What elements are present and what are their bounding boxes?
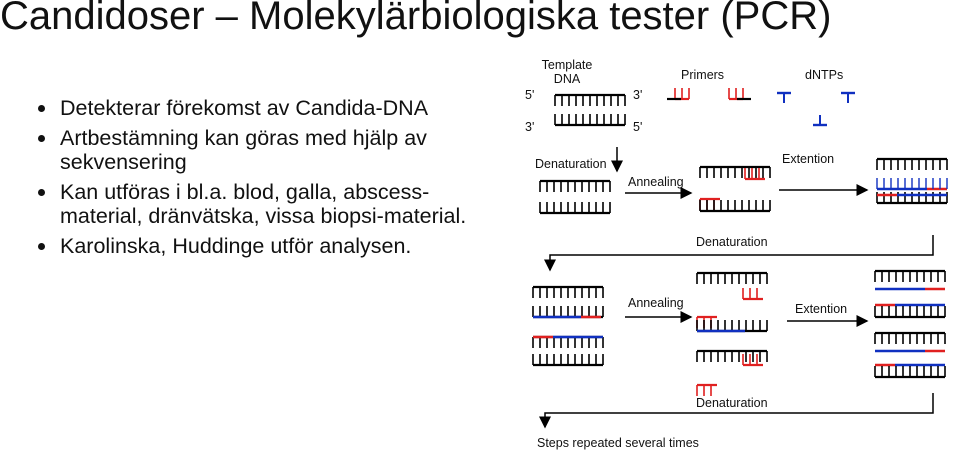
three-prime-label: 3'	[525, 120, 534, 134]
denaturation-label: Denaturation	[696, 396, 768, 410]
process-arrows	[539, 147, 934, 429]
dna-strands	[532, 88, 948, 396]
three-prime-label: 3'	[633, 88, 642, 102]
dntps-label: dNTPs	[805, 68, 843, 82]
pcr-diagram: Template DNA 5' 3' 3' 5' Primers dNTPs D…	[525, 58, 948, 450]
arrow-repeat	[539, 393, 934, 429]
extention-label: Extention	[782, 152, 834, 166]
arrow-return	[544, 235, 934, 272]
annealing-label: Annealing	[628, 296, 684, 310]
denaturation-label: Denaturation	[696, 235, 768, 249]
slide-title: Candidoser – Molekylärbiologiska tester …	[0, 0, 832, 38]
template-dna-label-line2: DNA	[554, 72, 581, 86]
bullet-item: Kan utföras i bl.a. blod, galla, abscess…	[38, 180, 508, 228]
steps-repeated-label: Steps repeated several times	[537, 436, 699, 450]
template-dna-label-line1: Template	[542, 58, 593, 72]
five-prime-label: 5'	[525, 88, 534, 102]
bullet-item: Detekterar förekomst av Candida-DNA	[38, 96, 508, 120]
extention-label: Extention	[795, 302, 847, 316]
bullet-item: Karolinska, Huddinge utför analysen.	[38, 234, 508, 258]
annealing-label: Annealing	[628, 175, 684, 189]
denaturation-label: Denaturation	[535, 157, 607, 171]
bullet-list: Detekterar förekomst av Candida-DNA Artb…	[38, 96, 508, 264]
bullet-item: Artbestämning kan göras med hjälp av sek…	[38, 126, 508, 174]
five-prime-label: 5'	[633, 120, 642, 134]
primers-label: Primers	[681, 68, 724, 82]
